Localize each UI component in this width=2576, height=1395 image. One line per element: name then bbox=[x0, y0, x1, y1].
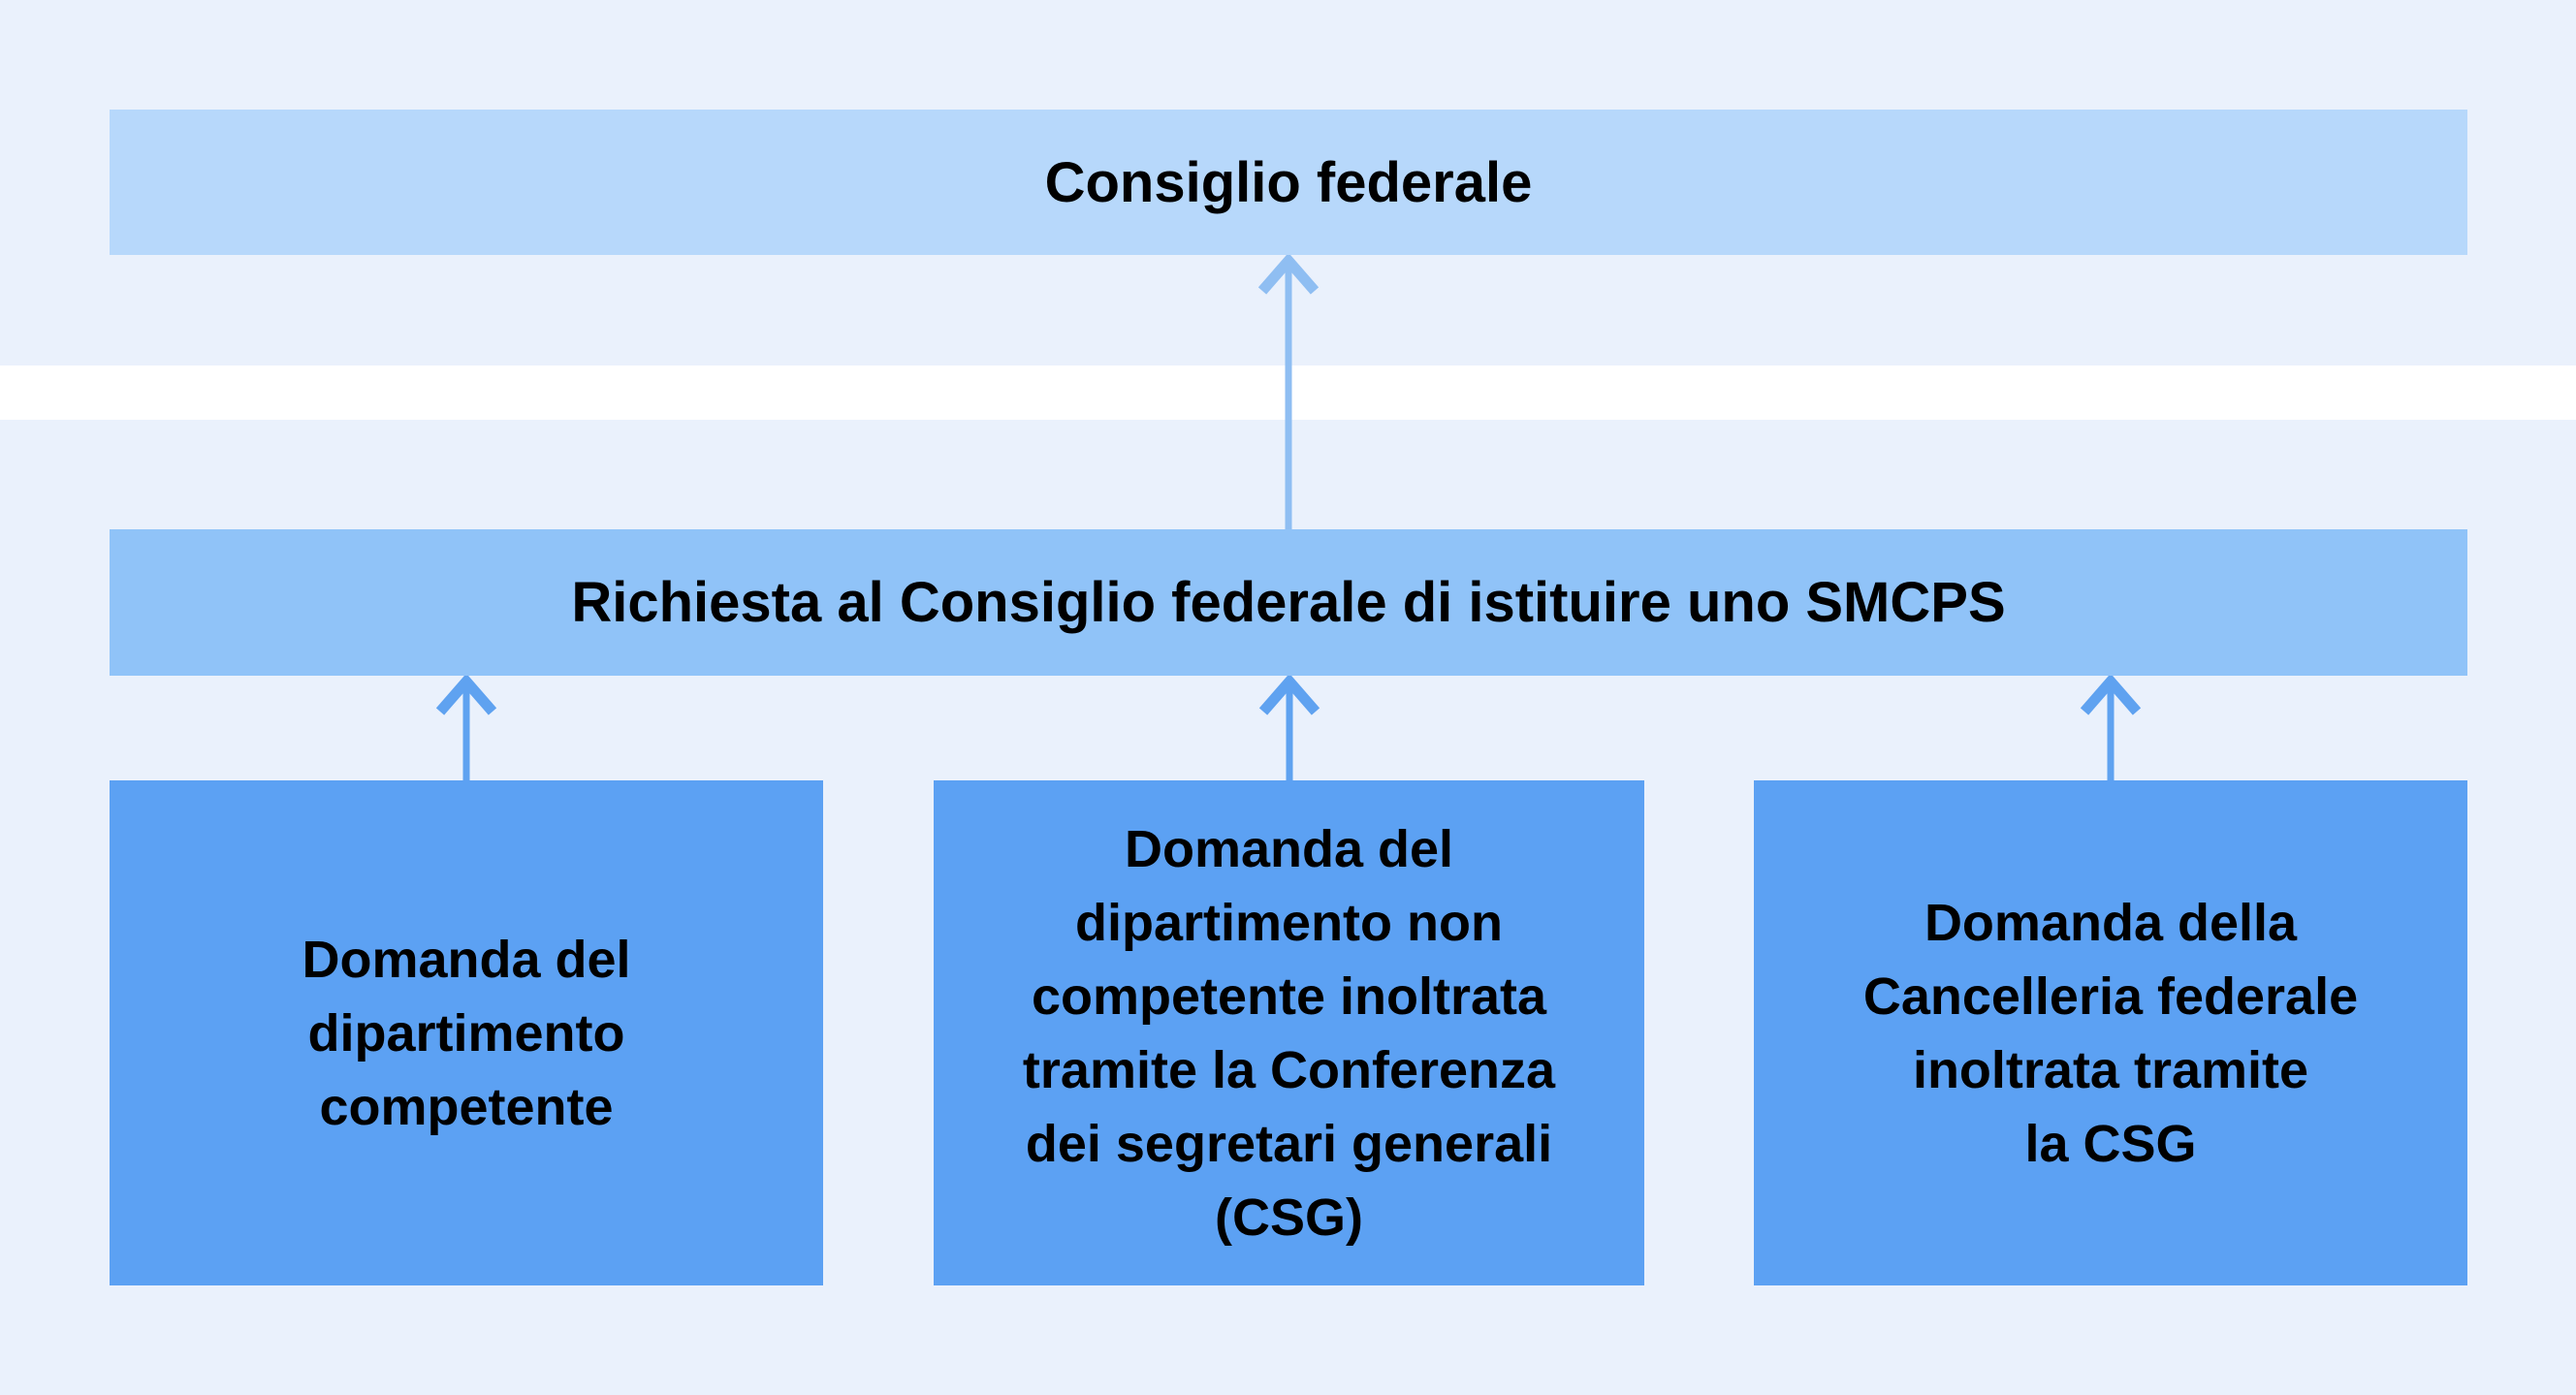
up-arrow-from-cancelleria bbox=[2080, 676, 2142, 780]
richiesta-box: Richiesta al Consiglio federale di istit… bbox=[110, 529, 2467, 676]
domanda-dipartimento-non-competente-label: Domanda del dipartimento non competente … bbox=[1022, 819, 1556, 1247]
domanda-dipartimento-non-competente-box: Domanda del dipartimento non competente … bbox=[934, 780, 1644, 1285]
up-arrow-from-dipartimento-competente bbox=[435, 676, 497, 780]
domanda-dipartimento-competente-label: Domanda del dipartimento competente bbox=[302, 930, 631, 1136]
domanda-cancelleria-federale-box: Domanda della Cancelleria federale inolt… bbox=[1754, 780, 2467, 1285]
up-arrow-from-dipartimento-non-competente bbox=[1258, 676, 1320, 780]
richiesta-label: Richiesta al Consiglio federale di istit… bbox=[571, 571, 2006, 634]
consiglio-federale-box: Consiglio federale bbox=[110, 110, 2467, 255]
up-arrow-to-consiglio bbox=[1257, 255, 1320, 529]
consiglio-federale-label: Consiglio federale bbox=[1044, 150, 1533, 214]
domanda-dipartimento-competente-box: Domanda del dipartimento competente bbox=[110, 780, 823, 1285]
domanda-cancelleria-federale-label: Domanda della Cancelleria federale inolt… bbox=[1862, 893, 2359, 1173]
